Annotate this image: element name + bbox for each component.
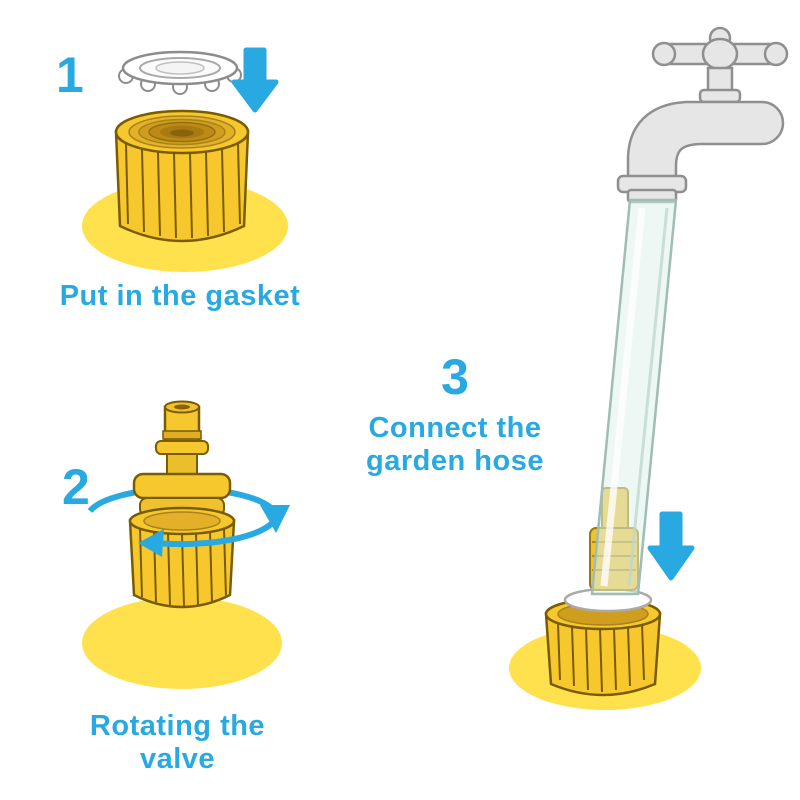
step2-illustration (82, 400, 290, 689)
female-connector-icon (544, 597, 662, 697)
male-connector-icon (128, 400, 236, 609)
down-arrow-icon (647, 511, 695, 581)
step3-illustration (509, 26, 789, 710)
step2-label: Rotating the valve (45, 710, 310, 777)
step3-label-line2: garden hose (366, 445, 544, 478)
step2-label-line1: Rotating the (89, 710, 266, 742)
gasket-icon (118, 50, 242, 95)
garden-hose-icon (590, 198, 678, 596)
female-connector-icon (114, 109, 250, 243)
highlight-blob (82, 597, 282, 689)
step1-label: Put in the gasket (59, 280, 301, 312)
step3-label: Connect the garden hose (330, 412, 580, 479)
faucet-icon (616, 26, 789, 204)
step3-label-line1: Connect the (368, 412, 542, 444)
down-arrow-icon (231, 47, 279, 113)
step3-number: 3 (441, 349, 469, 405)
step1-number: 1 (56, 47, 84, 103)
step2-number: 2 (62, 459, 90, 515)
rotation-arrow-front-icon (138, 515, 279, 557)
step1-illustration (82, 47, 288, 272)
step2-label-line2: valve (139, 743, 216, 776)
